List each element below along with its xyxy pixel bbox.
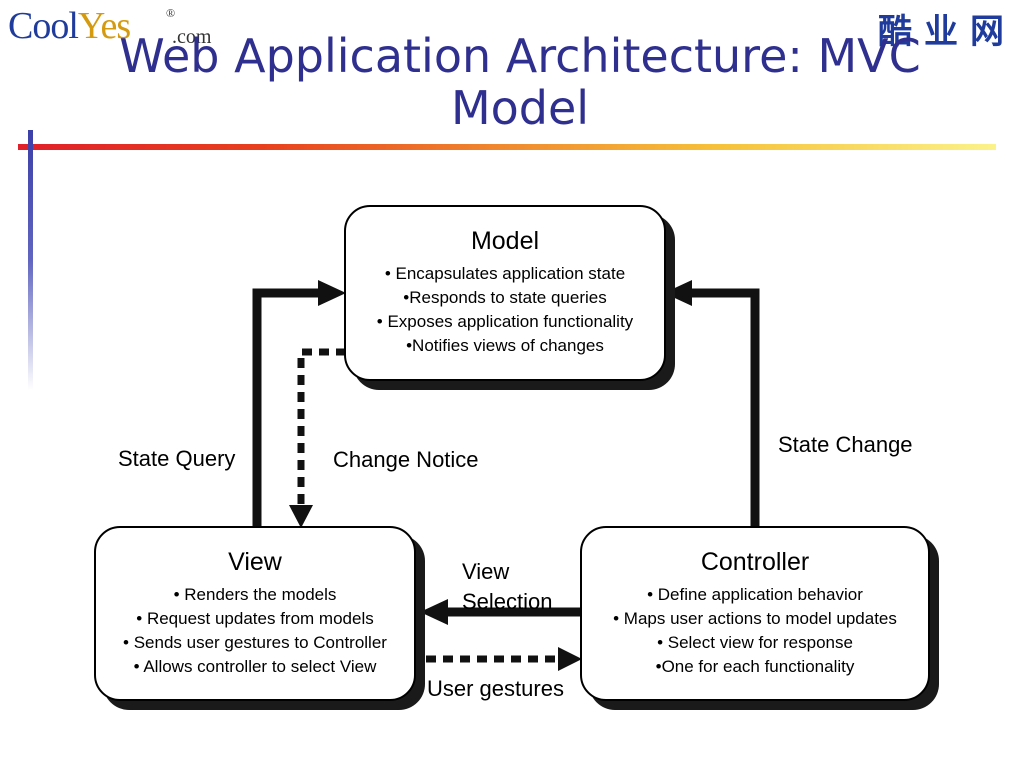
user-gestures-label: User gestures <box>427 676 564 701</box>
view-selection-label-line-1: View <box>462 559 510 584</box>
change-notice-label: Change Notice <box>333 447 479 472</box>
title-line-1: Web Application Architecture: MVC <box>119 29 921 83</box>
controller-item-4: •One for each functionality <box>655 657 855 676</box>
view-selection-label-line-2: Selection <box>462 589 553 614</box>
view-item-1: • Renders the models <box>173 585 337 604</box>
view-item-4: • Allows controller to select View <box>133 657 377 676</box>
state-change-label: State Change <box>778 432 913 457</box>
logo-text-cool: Cool <box>8 5 79 47</box>
state-change-arrow <box>690 288 760 528</box>
slide-title: Web Application Architecture: MVC Model <box>100 30 940 134</box>
title-divider-horizontal <box>18 144 996 150</box>
logo-text-yes: Yes <box>77 5 131 47</box>
title-line-2: Model <box>450 81 590 135</box>
logo-registered-mark: ® <box>166 6 176 20</box>
state-query-label: State Query <box>118 446 236 471</box>
state-query-arrow <box>252 288 320 528</box>
coolyes-logo: CoolYes ® .com <box>8 4 211 48</box>
view-heading: View <box>228 548 282 576</box>
controller-item-1: • Define application behavior <box>647 585 863 604</box>
model-heading: Model <box>470 227 540 255</box>
view-item-3: • Sends user gestures to Controller <box>123 633 387 652</box>
state-change-arrowhead <box>664 280 692 306</box>
logo-dot-com: .com <box>172 26 212 48</box>
change-notice-arrow <box>297 348 346 508</box>
user-gestures-arrowhead <box>558 647 582 671</box>
state-query-arrowhead <box>318 280 346 306</box>
change-notice-arrowhead <box>289 505 313 528</box>
model-item-1: • Encapsulates application state <box>384 264 626 283</box>
chinese-logo: 酷业网 <box>878 12 1016 52</box>
controller-item-3: • Select view for response <box>657 633 853 652</box>
model-item-3: • Exposes application functionality <box>376 312 634 331</box>
view-selection-label: View Selection <box>462 557 553 617</box>
controller-heading: Controller <box>700 548 810 576</box>
view-item-2: • Request updates from models <box>136 609 374 628</box>
view-selection-arrowhead <box>420 599 448 625</box>
model-box: Model • Encapsulates application state •… <box>344 205 666 381</box>
title-divider-vertical <box>28 130 33 390</box>
controller-box: Controller • Define application behavior… <box>580 526 930 701</box>
model-item-2: •Responds to state queries <box>403 288 607 307</box>
controller-item-2: • Maps user actions to model updates <box>613 609 897 628</box>
view-box: View • Renders the models • Request upda… <box>94 526 416 701</box>
model-item-4: •Notifies views of changes <box>406 336 604 355</box>
